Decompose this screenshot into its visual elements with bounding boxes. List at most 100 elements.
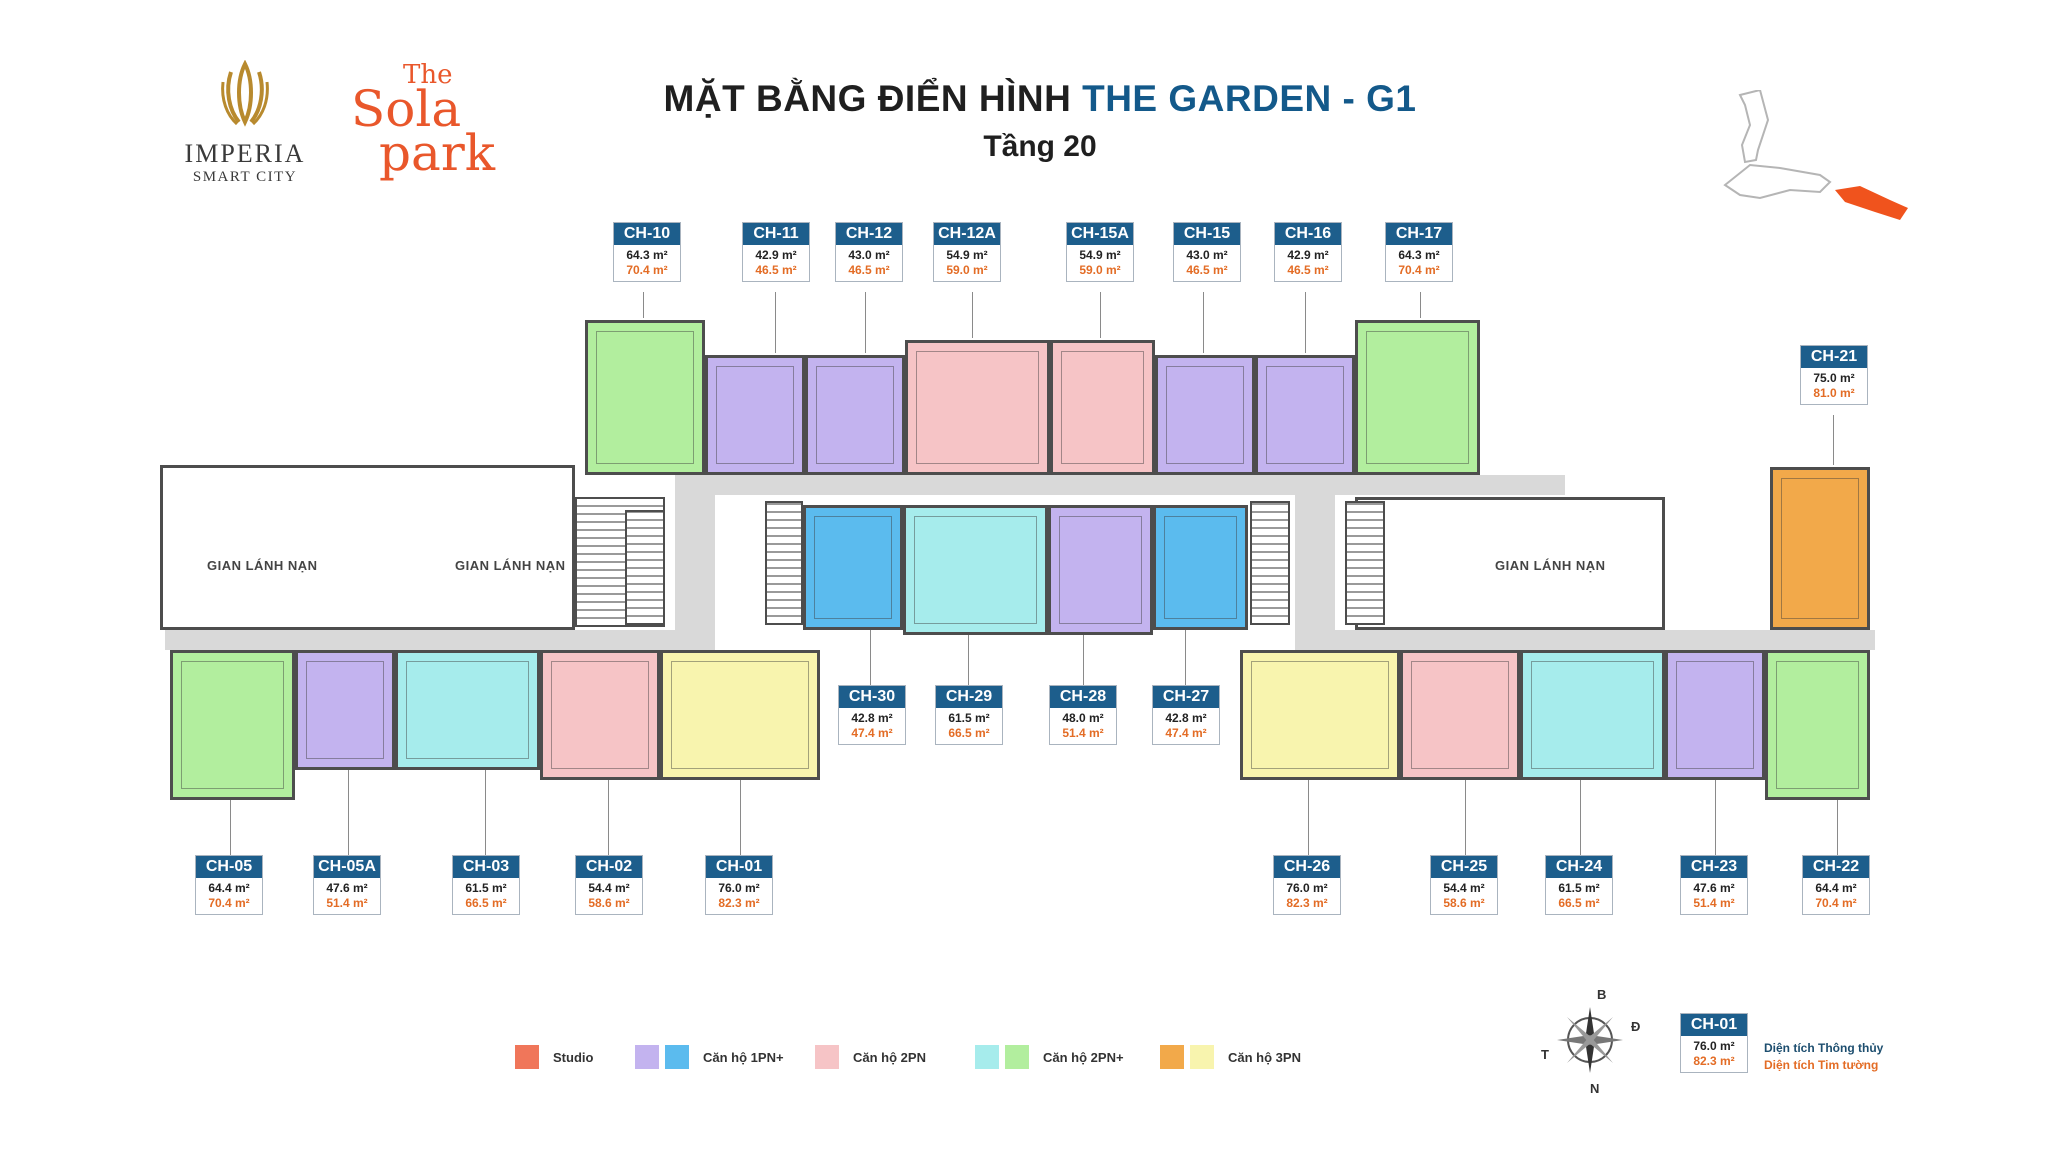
- legend-swatch: [1190, 1045, 1214, 1069]
- legend-label: Căn hộ 2PN: [853, 1049, 926, 1065]
- net-area: 48.0 m²: [1062, 711, 1104, 725]
- unit-ch-27[interactable]: [1153, 505, 1248, 630]
- imperia-name: IMPERIA: [184, 139, 306, 168]
- refuge-label-3: GIAN LÁNH NẠN: [1495, 558, 1606, 573]
- sola-line1: The: [403, 60, 453, 90]
- unit-ch-15[interactable]: [1155, 355, 1255, 475]
- key-area2: 82.3 m²: [1693, 1054, 1735, 1068]
- corridor-bottom-right: [1295, 630, 1875, 650]
- unit-ch-15a[interactable]: [1050, 340, 1155, 475]
- unit-ch-23[interactable]: [1665, 650, 1765, 780]
- unit-ch-12a[interactable]: [905, 340, 1050, 475]
- unit-ch-21[interactable]: [1770, 467, 1870, 630]
- unit-ch-12[interactable]: [805, 355, 905, 475]
- refuge-label-2: GIAN LÁNH NẠN: [455, 558, 566, 573]
- leader-line: [1833, 415, 1834, 465]
- site-key-map: [1723, 90, 1908, 220]
- unit-ch-30[interactable]: [803, 505, 903, 630]
- net-area: 54.9 m²: [946, 248, 988, 262]
- unit-ch-10[interactable]: [585, 320, 705, 475]
- net-area: 64.3 m²: [1398, 248, 1440, 262]
- gross-area: 47.4 m²: [851, 726, 893, 740]
- leader-line: [1203, 292, 1204, 353]
- unit-ch-16[interactable]: [1255, 355, 1355, 475]
- gross-area: 51.4 m²: [326, 896, 368, 910]
- unit-code: CH-23: [1681, 856, 1747, 878]
- net-area: 42.9 m²: [1287, 248, 1329, 262]
- unit-code: CH-30: [839, 686, 905, 708]
- leader-line: [870, 630, 871, 685]
- net-area: 42.9 m²: [755, 248, 797, 262]
- gross-area: 46.5 m²: [848, 263, 890, 277]
- leader-line: [1308, 780, 1309, 855]
- legend-swatch: [635, 1045, 659, 1069]
- unit-ch-11[interactable]: [705, 355, 805, 475]
- leader-line: [1305, 292, 1306, 353]
- unit-ch-25[interactable]: [1400, 650, 1520, 780]
- net-area: 64.3 m²: [626, 248, 668, 262]
- legend-swatch: [665, 1045, 689, 1069]
- gross-area: 58.6 m²: [1443, 896, 1485, 910]
- net-area: 47.6 m²: [326, 881, 368, 895]
- unit-ch-28[interactable]: [1048, 505, 1153, 635]
- net-area: 54.9 m²: [1079, 248, 1121, 262]
- unit-ch-26[interactable]: [1240, 650, 1400, 780]
- leader-line: [1420, 292, 1421, 318]
- unit-ch-24[interactable]: [1520, 650, 1665, 780]
- leader-line: [1580, 780, 1581, 855]
- unit-ch-03[interactable]: [395, 650, 540, 770]
- gross-area: 58.6 m²: [588, 896, 630, 910]
- unit-ch-22[interactable]: [1765, 650, 1870, 800]
- legend-item: Căn hộ 2PN+: [975, 1045, 1124, 1069]
- legend-label: Studio: [553, 1049, 594, 1065]
- unit-code: CH-15A: [1067, 223, 1133, 245]
- unit-code: CH-12: [836, 223, 902, 245]
- gross-area: 70.4 m²: [1815, 896, 1857, 910]
- unit-ch-01[interactable]: [660, 650, 820, 780]
- unit-ch-29[interactable]: [903, 505, 1048, 635]
- leader-line: [1715, 780, 1716, 855]
- imperia-crest-icon: [221, 59, 269, 127]
- compass-t: T: [1541, 1047, 1549, 1062]
- net-area: 42.8 m²: [851, 711, 893, 725]
- refuge-area-left: [160, 465, 575, 630]
- leader-line: [1100, 292, 1101, 338]
- key-area1: 76.0 m²: [1693, 1039, 1735, 1053]
- gross-area: 46.5 m²: [1287, 263, 1329, 277]
- key-code: CH-01: [1681, 1014, 1747, 1036]
- unit-code: CH-26: [1274, 856, 1340, 878]
- gross-area: 66.5 m²: [465, 896, 507, 910]
- leader-line: [348, 770, 349, 855]
- unit-ch-05[interactable]: [170, 650, 295, 800]
- floor-subtitle: Tầng 20: [983, 130, 1097, 163]
- gross-area: 59.0 m²: [1079, 263, 1121, 277]
- unit-code: CH-25: [1431, 856, 1497, 878]
- corridor-left-vertical: [675, 475, 715, 650]
- gross-area: 82.3 m²: [718, 896, 760, 910]
- leader-line: [1465, 780, 1466, 855]
- corridor-bottom-left: [165, 630, 715, 650]
- unit-ch-05a[interactable]: [295, 650, 395, 770]
- unit-ch-02[interactable]: [540, 650, 660, 780]
- gross-area: 66.5 m²: [1558, 896, 1600, 910]
- legend-swatch: [815, 1045, 839, 1069]
- legend-item: Studio: [515, 1045, 593, 1069]
- unit-ch-17[interactable]: [1355, 320, 1480, 475]
- elevator-core-center-right: [1250, 501, 1290, 625]
- imperia-logo: IMPERIA SMART CITY: [170, 59, 320, 186]
- unit-code: CH-16: [1275, 223, 1341, 245]
- unit-code: CH-12A: [934, 223, 1000, 245]
- unit-code: CH-15: [1174, 223, 1240, 245]
- gross-area: 51.4 m²: [1693, 896, 1735, 910]
- legend-item: Căn hộ 1PN+: [635, 1045, 784, 1069]
